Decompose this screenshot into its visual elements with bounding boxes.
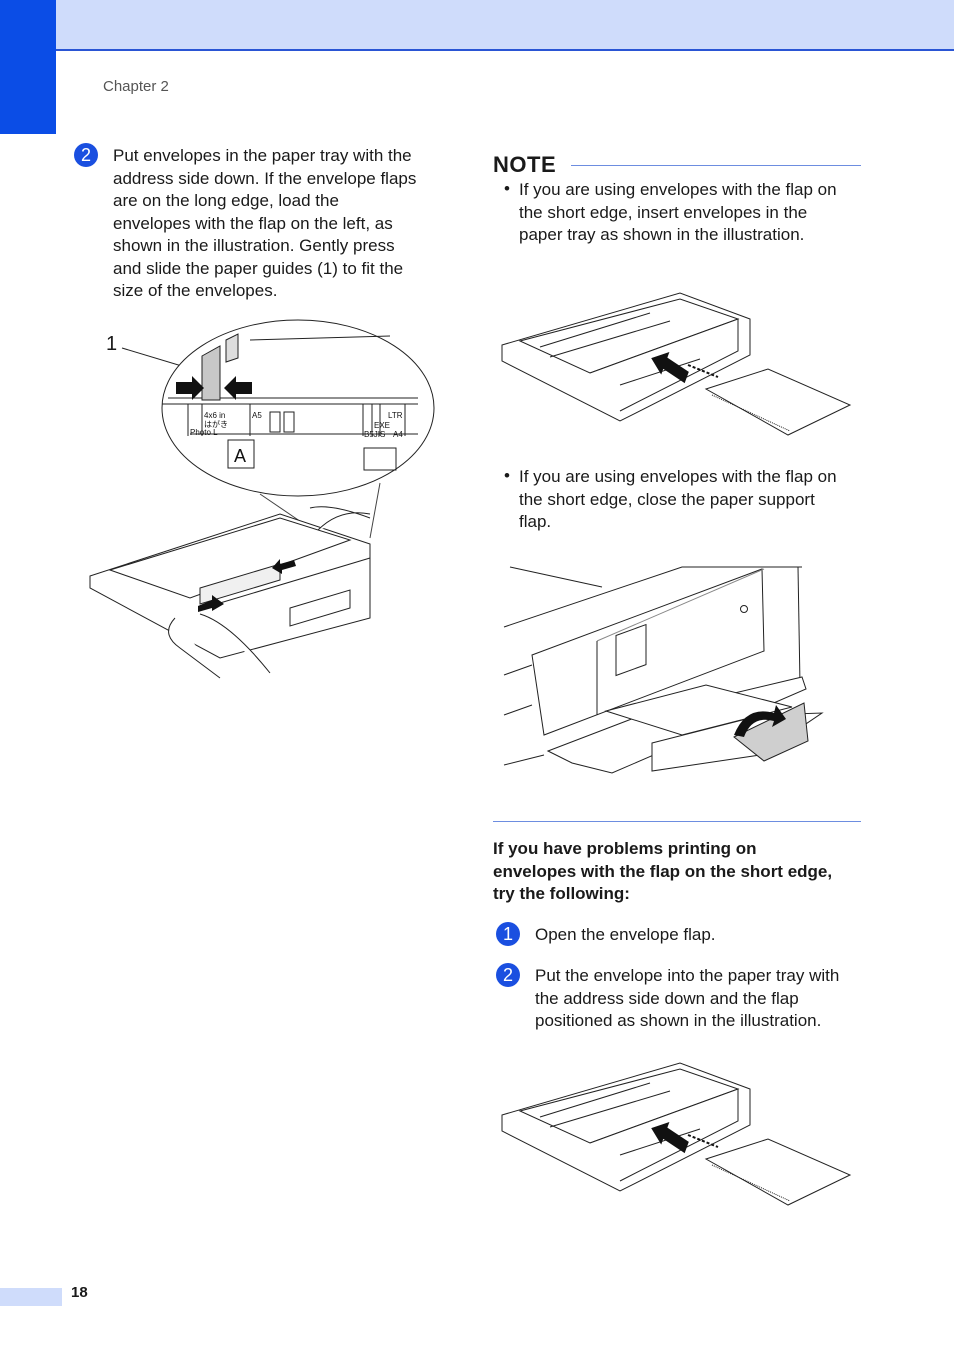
label-hagaki: はがき	[204, 419, 228, 429]
label-exe: EXE	[374, 421, 390, 430]
note-bullet-1: If you are using envelopes with the flap…	[519, 180, 837, 244]
note-bullet-2: If you are using envelopes with the flap…	[519, 467, 837, 531]
header-band	[0, 0, 954, 51]
note-rule	[571, 165, 861, 166]
problems-heading: If you have problems printing on envelop…	[493, 839, 833, 903]
label-a4: A4	[393, 430, 403, 439]
step-number-badge: 2	[496, 963, 520, 987]
chapter-tab	[0, 0, 56, 134]
insert-arrow-icon	[651, 1122, 689, 1154]
envelope-stack	[200, 564, 280, 604]
bullet-marker: •	[504, 179, 510, 198]
arrow-left-icon	[224, 376, 252, 400]
page-number-band	[0, 1288, 62, 1306]
printer-support-flap-illustration	[502, 565, 827, 790]
slide-arrow-icon	[272, 559, 296, 574]
note-title: NOTE	[493, 152, 557, 177]
envelope-icon	[706, 1139, 850, 1205]
short-edge-tray-illustration-2	[500, 1055, 852, 1215]
insert-arrow-icon	[651, 352, 689, 384]
step-number-badge: 2	[74, 143, 98, 167]
bullet-marker: •	[504, 466, 510, 485]
close-flap-arrow-icon	[734, 705, 786, 737]
label-a5: A5	[252, 411, 262, 420]
problem-step-1: Open the envelope flap.	[535, 925, 716, 944]
label-4x6: 4x6 in	[204, 411, 225, 420]
envelope-tray-illustration: 4x6 in はがき Photo L A5 LTR EXE B5JIS A4 A	[80, 318, 440, 678]
chapter-label: Chapter 2	[103, 78, 169, 95]
label-letter-a: A	[234, 446, 246, 466]
problem-step-2: Put the envelope into the paper tray wit…	[535, 966, 840, 1030]
label-photo-l: Photo L	[190, 428, 218, 437]
page-number: 18	[71, 1284, 88, 1301]
step-number-badge: 1	[496, 922, 520, 946]
section-rule	[493, 821, 861, 822]
label-ltr: LTR	[388, 411, 403, 420]
label-b5: B5JIS	[364, 430, 385, 439]
push-arrow-icon	[198, 595, 224, 612]
short-edge-tray-illustration-1	[500, 285, 852, 445]
arrow-right-icon	[176, 376, 204, 400]
step-instructions: Put envelopes in the paper tray with the…	[113, 146, 417, 300]
magnifier-circle	[162, 320, 434, 496]
callout-number: 1	[106, 333, 118, 355]
envelope-icon	[706, 369, 850, 435]
